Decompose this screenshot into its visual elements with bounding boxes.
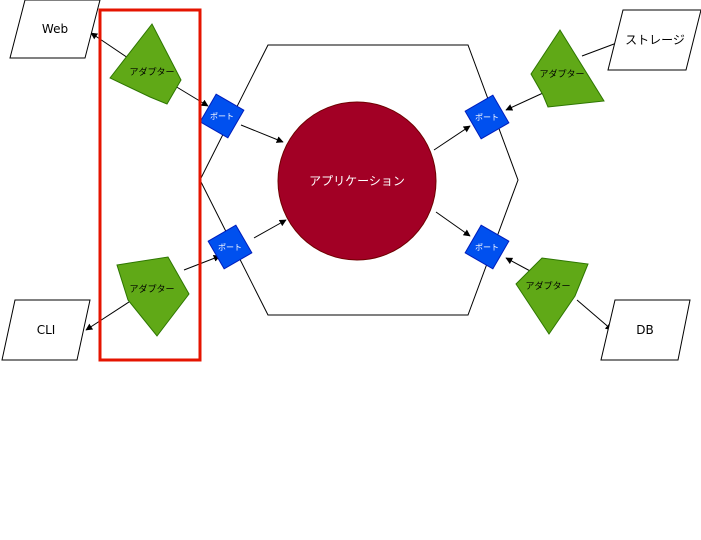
port-box xyxy=(199,93,245,139)
port-label: ポート xyxy=(210,112,234,121)
external-db: DB xyxy=(600,299,691,361)
highlight-frame xyxy=(98,8,202,362)
cli-shape xyxy=(1,299,91,361)
port-top-right: ポート xyxy=(464,94,510,140)
connectors xyxy=(85,32,623,331)
edge-adapter-port-top-left xyxy=(174,85,209,107)
web-label: Web xyxy=(42,22,68,36)
adapter-label: アダプター xyxy=(129,66,174,78)
storage-label: ストレージ xyxy=(625,33,685,47)
adapter-label: アダプター xyxy=(525,280,570,292)
adapter-shape xyxy=(515,257,589,335)
edge-adapter-port-bottom-left xyxy=(183,255,221,271)
adapter-label: アダプター xyxy=(539,68,584,80)
adapter-shape xyxy=(116,256,190,337)
port-label: ポート xyxy=(475,243,499,252)
edge-cli-adapter xyxy=(85,299,133,331)
port-top-left: ポート xyxy=(199,93,245,139)
db-label: DB xyxy=(636,323,653,337)
port-box xyxy=(464,94,510,140)
web-shape xyxy=(9,0,101,59)
adapter-shape xyxy=(109,23,182,105)
edge-web-adapter xyxy=(90,32,129,59)
adapter-shape xyxy=(530,29,605,108)
port-label: ポート xyxy=(475,113,499,122)
edge-app-port-bottom-right xyxy=(435,211,471,237)
edge-port-app-bottom-left xyxy=(253,219,287,239)
application-circle xyxy=(277,101,437,261)
adapter-label: アダプター xyxy=(129,283,174,295)
port-bottom-right: ポート xyxy=(464,224,510,270)
adapter-bottom-right: アダプター xyxy=(515,257,589,335)
edge-app-port-top-right xyxy=(433,125,471,151)
storage-shape xyxy=(607,9,701,71)
edge-adapter-port-bottom-right xyxy=(505,257,533,273)
external-cli: CLI xyxy=(1,299,91,361)
edge-adapter-db xyxy=(576,299,613,331)
application-node: アプリケーション xyxy=(277,101,437,261)
db-shape xyxy=(600,299,691,361)
port-box xyxy=(464,224,510,270)
port-label: ポート xyxy=(218,243,242,252)
adapter-bottom-left: アダプター xyxy=(116,256,190,337)
application-label: アプリケーション xyxy=(309,174,405,188)
external-web: Web xyxy=(9,0,101,59)
adapter-top-right: アダプター xyxy=(530,29,605,108)
cli-label: CLI xyxy=(37,323,56,337)
adapter-top-left: アダプター xyxy=(109,23,182,105)
edge-adapter-port-top-right xyxy=(505,92,544,111)
port-box xyxy=(207,224,253,270)
edge-port-app-top-left xyxy=(240,124,284,143)
external-storage: ストレージ xyxy=(607,9,701,71)
port-bottom-left: ポート xyxy=(207,224,253,270)
